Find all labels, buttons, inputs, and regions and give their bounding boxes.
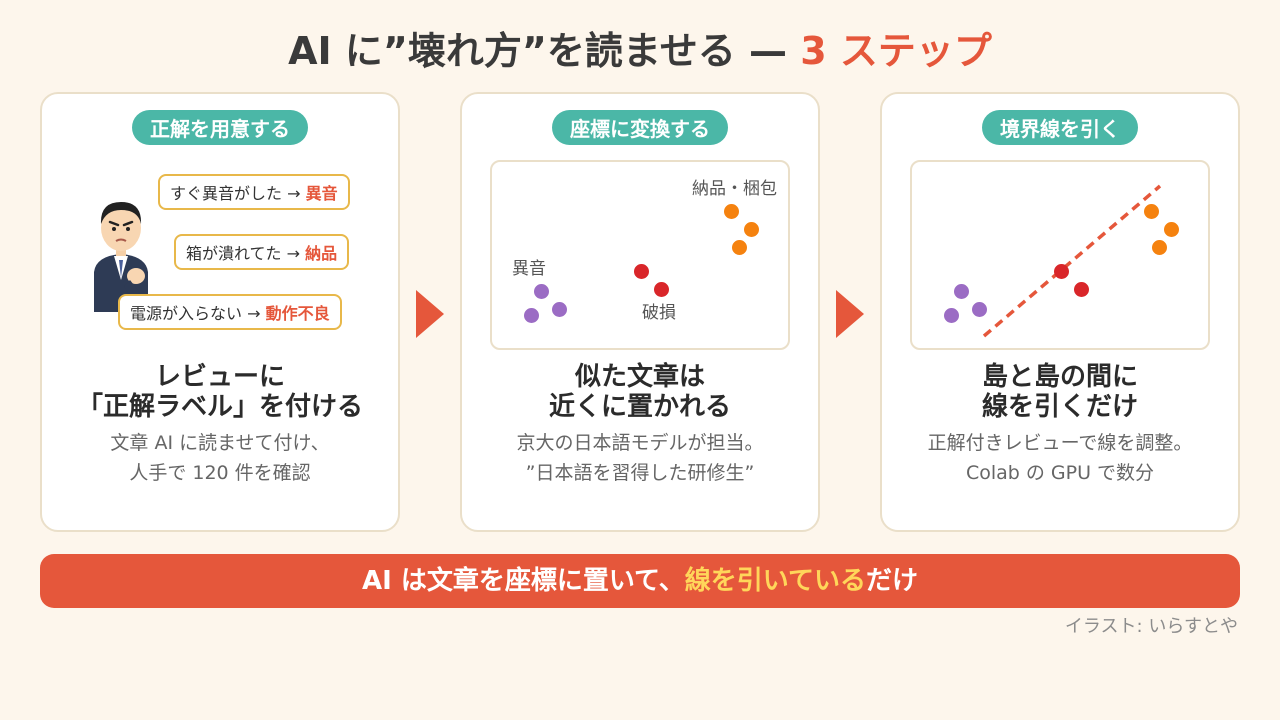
point-noise bbox=[552, 302, 567, 317]
step-3-pill: 境界線を引く bbox=[982, 110, 1138, 145]
point-delivery bbox=[732, 240, 747, 255]
step-card-1: 正解を用意する すぐ異音がした → 異音 箱が潰れてた → 納品 電源が入らない… bbox=[40, 92, 400, 532]
step-3-description: 正解付きレビューで線を調整。 Colab の GPU で数分 bbox=[927, 432, 1193, 484]
step-1-description: 文章 AI に読ませて付け、 人手で 120 件を確認 bbox=[110, 432, 330, 484]
step-1-heading: レビューに 「正解ラベル」を付ける bbox=[76, 362, 363, 422]
step-3-heading: 島と島の間に 線を引くだけ bbox=[981, 362, 1138, 422]
point-delivery bbox=[1144, 204, 1159, 219]
cluster-label-noise: 異音 bbox=[512, 259, 546, 279]
cluster-label-damage: 破損 bbox=[642, 303, 676, 323]
point-damage bbox=[1074, 282, 1089, 297]
point-noise bbox=[972, 302, 987, 317]
point-noise bbox=[524, 308, 539, 323]
step-2-heading: 似た文章は 近くに置かれる bbox=[548, 362, 731, 422]
point-delivery bbox=[1152, 240, 1167, 255]
point-delivery bbox=[724, 204, 739, 219]
label-example-noise: すぐ異音がした → 異音 bbox=[158, 174, 350, 210]
cluster-label-delivery: 納品・梱包 bbox=[692, 179, 777, 199]
person-thinking-icon bbox=[94, 202, 148, 312]
point-damage bbox=[1054, 264, 1069, 279]
arrow-right-icon bbox=[836, 290, 864, 338]
step-card-3: 境界線を引く 島と島の間に 線を引くだけ 正解付きレビューで線を調整。 Cola… bbox=[880, 92, 1240, 532]
boundary-scatter-plot bbox=[910, 160, 1210, 350]
summary-banner: AI は文章を座標に置いて、線を引いているだけ bbox=[40, 554, 1240, 608]
label-example-malfunction: 電源が入らない → 動作不良 bbox=[118, 294, 342, 330]
step-2-description: 京大の日本語モデルが担当。 ”日本語を習得した研修生” bbox=[516, 432, 764, 484]
point-noise bbox=[954, 284, 969, 299]
title-main: AI に”壊れ方”を読ませる — bbox=[288, 29, 801, 73]
label-example-delivery: 箱が潰れてた → 納品 bbox=[174, 234, 350, 270]
step-2-pill: 座標に変換する bbox=[552, 110, 728, 145]
point-damage bbox=[654, 282, 669, 297]
page-title: AI に”壊れ方”を読ませる — 3 ステップ bbox=[0, 20, 1280, 75]
decision-boundary-line bbox=[982, 184, 1162, 338]
step-card-2: 座標に変換する 納品・梱包 異音 破損 似た文章は 近くに置かれる 京大の日本語… bbox=[460, 92, 820, 532]
point-noise bbox=[944, 308, 959, 323]
title-accent: 3 ステップ bbox=[800, 29, 992, 73]
embedding-scatter-plot: 納品・梱包 異音 破損 bbox=[490, 160, 790, 350]
point-damage bbox=[634, 264, 649, 279]
illustration-credit: イラスト: いらすとや bbox=[1064, 616, 1238, 637]
point-delivery bbox=[744, 222, 759, 237]
step-1-pill: 正解を用意する bbox=[132, 110, 308, 145]
arrow-right-icon bbox=[416, 290, 444, 338]
point-delivery bbox=[1164, 222, 1179, 237]
point-noise bbox=[534, 284, 549, 299]
